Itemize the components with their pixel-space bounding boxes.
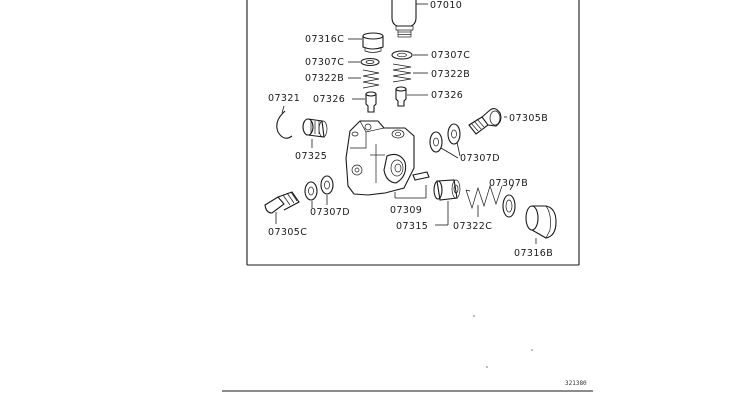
label-07307D-right: 07307D xyxy=(460,153,500,164)
part-07307D-left-icon xyxy=(304,175,334,208)
page-id: 321380 xyxy=(565,380,587,387)
label-07326-left: 07326 xyxy=(313,94,345,105)
label-07316B: 07316B xyxy=(514,248,553,259)
part-07307D-right-icon xyxy=(429,123,461,159)
label-07307D-left: 07307D xyxy=(310,207,350,218)
label-07305C: 07305C xyxy=(268,227,307,238)
part-07010-icon xyxy=(391,0,428,38)
part-07316B-icon xyxy=(525,205,557,244)
label-07307C-right: 07307C xyxy=(431,50,470,61)
part-07307B-icon xyxy=(502,184,516,218)
part-07309-icon xyxy=(394,171,430,199)
part-07325-icon xyxy=(302,118,328,148)
part-07305C-icon xyxy=(264,191,300,224)
label-07315: 07315 xyxy=(396,221,428,232)
part-07326-right-icon xyxy=(395,86,428,107)
scan-specks xyxy=(473,315,533,368)
part-07321-icon xyxy=(276,105,293,139)
part-07307C-right-icon xyxy=(391,50,428,60)
label-07307C-left: 07307C xyxy=(305,57,344,68)
label-07010: 07010 xyxy=(430,0,462,11)
label-07316C: 07316C xyxy=(305,34,344,45)
label-07322B-left: 07322B xyxy=(305,73,344,84)
part-07322B-right-icon xyxy=(392,63,428,83)
part-07316C-icon xyxy=(348,32,384,53)
part-07305B-icon xyxy=(468,108,507,135)
label-07305B: 07305B xyxy=(509,113,548,124)
part-07307C-left-icon xyxy=(348,57,380,67)
part-body-icon xyxy=(345,120,415,196)
label-07322C: 07322C xyxy=(453,221,492,232)
part-07315-icon xyxy=(433,179,461,226)
part-07326-left-icon xyxy=(352,91,377,113)
label-07321: 07321 xyxy=(268,93,300,104)
part-07322B-left-icon xyxy=(348,69,380,89)
label-07307B: 07307B xyxy=(489,178,528,189)
label-07325: 07325 xyxy=(295,151,327,162)
label-07326-right: 07326 xyxy=(431,90,463,101)
label-07309: 07309 xyxy=(390,205,422,216)
diagram-frame xyxy=(246,0,580,266)
label-07322B-right: 07322B xyxy=(431,69,470,80)
part-07322C-icon xyxy=(465,184,503,217)
